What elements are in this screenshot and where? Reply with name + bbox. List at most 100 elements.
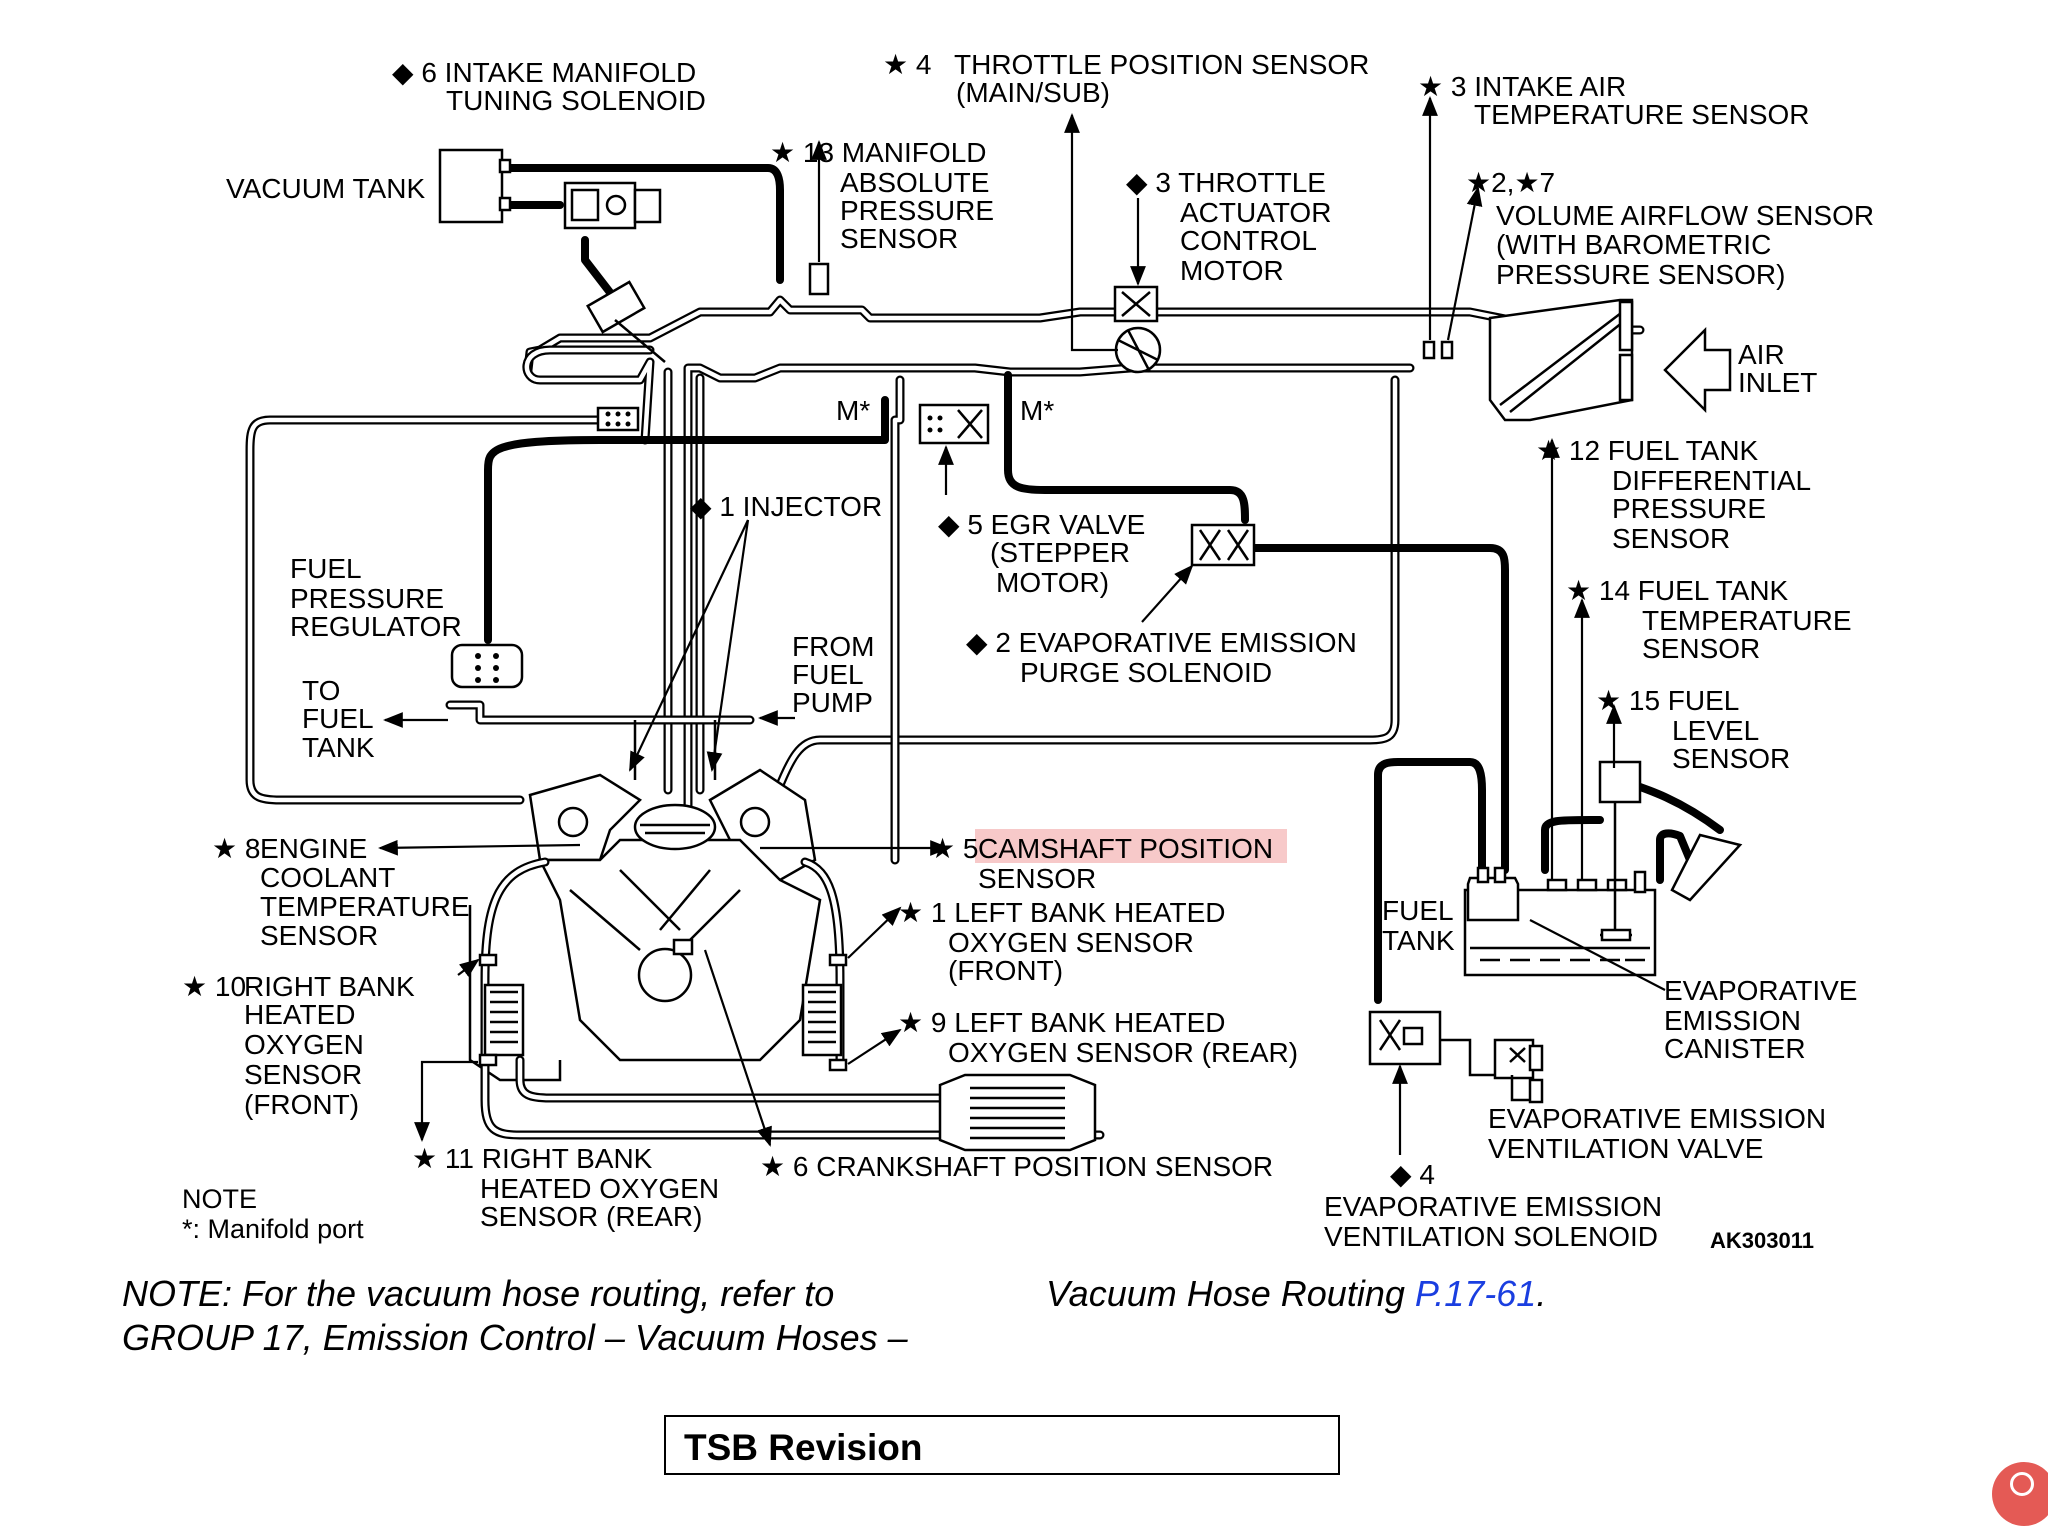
label-purge-1: ◆ 2 EVAPORATIVE EMISSION [966,627,1357,658]
label-vent-valve-2: VENTILATION VALVE [1488,1133,1763,1164]
engine-control-system-diagram: ◆ 6 INTAKE MANIFOLD TUNING SOLENOID VACU… [182,49,1874,1253]
label-fuel-diff-3: PRESSURE [1612,493,1766,524]
label-fuel-tank-2: TANK [1382,925,1455,956]
label-ect-1: ENGINE [260,833,367,864]
label-vaf-1: VOLUME AIRFLOW SENSOR [1496,200,1874,231]
footer-note-right-end: . [1536,1273,1547,1314]
footer-note-right: Vacuum Hose Routing P.17-61. [1046,1272,1546,1316]
label-air: AIR [1738,339,1785,370]
label-to-tank-3: TANK [302,732,375,763]
label-egr-2: (STEPPER [990,537,1130,568]
fuel-tank [1463,438,1743,991]
label-fuel-diff-4: SENSOR [1612,523,1730,554]
label-canister-3: CANISTER [1664,1033,1806,1064]
label-ect-3: TEMPERATURE [260,891,470,922]
label-canister-1: EVAPORATIVE [1664,975,1857,1006]
label-manifold-port-right: M* [1020,395,1054,426]
label-canister-2: EMISSION [1664,1005,1801,1036]
label-rr-o2-2: HEATED OXYGEN [480,1173,719,1204]
label-map-2: ABSOLUTE [840,167,989,198]
label-rf-o2-4: SENSOR [244,1059,362,1090]
label-fuel-tank-1: FUEL [1382,895,1454,926]
label-fuel-temp-2: TEMPERATURE [1642,605,1852,636]
label-fpr-1: FUEL [290,553,362,584]
label-fuel-level-2: LEVEL [1672,715,1759,746]
diagram-note-title: NOTE [182,1184,257,1214]
label-iat-2: TEMPERATURE SENSOR [1474,99,1810,130]
intake-tuning-solenoid [563,181,662,230]
throttle-body [1064,113,1162,374]
label-lf-o2-3: (FRONT) [948,955,1063,986]
label-intake-tuning-1: ◆ 6 INTAKE MANIFOLD [392,57,696,88]
camshaft-highlight [975,829,1287,863]
label-vent-sol-num: ◆ 4 [1390,1159,1435,1190]
injector-connectors [596,403,990,495]
air-inlet-arrow [1663,326,1732,414]
return-lines [245,375,1400,865]
label-egr-1: ◆ 5 EGR VALVE [938,509,1145,540]
label-rf-o2-5: (FRONT) [244,1089,359,1120]
label-throttle-2: ACTUATOR [1180,197,1331,228]
label-tps-2: (MAIN/SUB) [956,77,1110,108]
label-lr-o2-1: ★ 9 LEFT BANK HEATED [898,1007,1225,1038]
iat-sensor [1422,96,1483,360]
label-purge-2: PURGE SOLENOID [1020,657,1272,688]
label-fpr-3: REGULATOR [290,611,462,642]
label-fuel-temp-1: ★ 14 FUEL TANK [1566,575,1789,606]
label-vaf-2: (WITH BAROMETRIC [1496,229,1771,260]
label-fpr-2: PRESSURE [290,583,444,614]
label-tps-1: THROTTLE POSITION SENSOR [954,49,1369,80]
group17-link[interactable]: P.17-61 [1414,1273,1537,1314]
label-rr-o2-1: ★ 11 RIGHT BANK [412,1143,653,1174]
label-rr-o2-3: SENSOR (REAR) [480,1201,702,1232]
label-map-4: SENSOR [840,223,958,254]
label-from-pump-2: FUEL [792,659,864,690]
label-fuel-diff-2: DIFFERENTIAL [1612,465,1811,496]
label-throttle-1: ◆ 3 THROTTLE [1126,167,1326,198]
label-vaf-num: ★2,★7 [1466,167,1555,198]
label-fuel-diff-1: ★ 12 FUEL TANK [1536,435,1759,466]
label-map-1: ★ 13 MANIFOLD [770,137,986,168]
label-to-tank-2: FUEL [302,703,374,734]
label-egr-3: MOTOR) [996,567,1109,598]
label-cmp-highlight: CAMSHAFT POSITION [978,833,1273,864]
label-fuel-level-3: SENSOR [1672,743,1790,774]
diagram-note-text: *: Manifold port [182,1214,364,1244]
label-lf-o2-1: ★ 1 LEFT BANK HEATED [898,897,1225,928]
label-rf-o2-2: HEATED [244,999,356,1030]
label-injector: ◆ 1 INJECTOR [690,491,882,522]
exhaust-system [478,857,1105,1152]
label-ect-2: COOLANT [260,862,395,893]
footer-note-line-1: NOTE: For the vacuum hose routing, refer… [122,1273,835,1314]
label-vent-sol-2: VENTILATION SOLENOID [1324,1221,1658,1252]
label-vent-valve-1: EVAPORATIVE EMISSION [1488,1103,1826,1134]
label-throttle-4: MOTOR [1180,255,1284,286]
label-map-3: PRESSURE [840,195,994,226]
label-from-pump-1: FROM [792,631,874,662]
label-vacuum-tank: VACUUM TANK [226,173,425,204]
tsb-revision-label: TSB Revision [684,1427,923,1468]
lower-sensor-arrows [378,839,950,1147]
map-sensor [808,140,830,296]
label-iat-1: ★ 3 INTAKE AIR [1418,71,1626,102]
corner-badge-icon[interactable] [1992,1462,2048,1526]
vacuum-tank [438,148,512,224]
label-inlet: INLET [1738,367,1817,398]
vent-solenoid [1368,1010,1544,1155]
label-vaf-3: PRESSURE SENSOR) [1496,259,1785,290]
label-rf-o2-num: ★ 10 [182,971,246,1002]
tuning-valve [586,280,666,363]
label-vent-sol-1: EVAPORATIVE EMISSION [1324,1191,1662,1222]
fuel-rail [445,700,755,780]
label-ckp: ★ 6 CRANKSHAFT POSITION SENSOR [760,1151,1273,1182]
footer-note-right-text: Vacuum Hose Routing [1046,1273,1415,1314]
label-intake-tuning-2: TUNING SOLENOID [446,85,706,116]
label-manifold-port-left: M* [836,395,870,426]
label-throttle-3: CONTROL [1180,225,1317,256]
footer-note-line-2: GROUP 17, Emission Control – Vacuum Hose… [122,1317,908,1358]
injector-arrows [629,519,750,772]
fuel-pressure-regulator [383,643,795,728]
label-from-pump-3: PUMP [792,687,873,718]
label-cmp-num: ★ 5 [930,833,978,864]
label-lf-o2-2: OXYGEN SENSOR [948,927,1194,958]
